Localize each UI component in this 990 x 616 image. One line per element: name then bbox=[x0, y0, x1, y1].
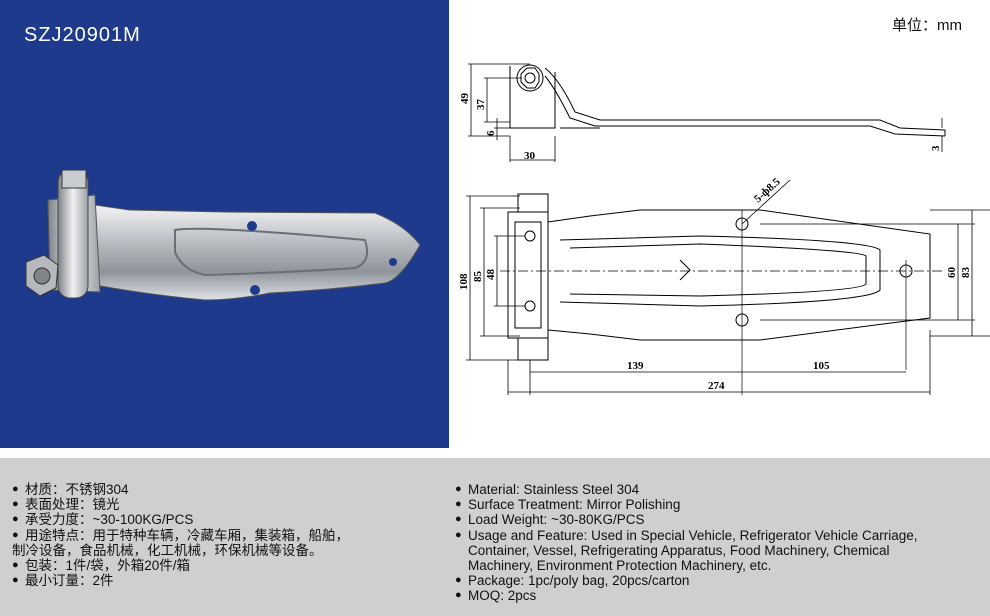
dim-37: 37 bbox=[475, 99, 487, 111]
spec-item-continued: 制冷设备，食品机械，化工机械，环保机械等设备。 bbox=[12, 543, 442, 558]
top-dimensions bbox=[466, 179, 990, 395]
dim-48: 48 bbox=[485, 269, 497, 281]
dim-6: 6 bbox=[485, 130, 497, 136]
side-dimensions bbox=[468, 63, 943, 162]
unit-label: 单位：mm bbox=[892, 17, 962, 34]
spec-text: Container, Vessel, Refrigerating Apparat… bbox=[468, 542, 890, 558]
spec-text: Load Weight: ~30-80KG/PCS bbox=[468, 512, 645, 528]
spec-text: 制冷设备，食品机械，化工机械，环保机械等设备。 bbox=[12, 542, 323, 558]
dim-108: 108 bbox=[458, 273, 470, 290]
bullet-icon: ● bbox=[12, 483, 19, 495]
side-view bbox=[509, 64, 946, 137]
spec-item: ● Surface Treatment: Mirror Polishing bbox=[455, 497, 975, 512]
bullet-icon: ● bbox=[455, 528, 462, 541]
hinge-strap bbox=[94, 204, 421, 301]
product-photo-panel: SZJ20901M bbox=[0, 0, 449, 448]
bullet-icon: ● bbox=[455, 498, 462, 511]
spec-item: ● MOQ: 2pcs bbox=[455, 588, 975, 603]
bullet-icon: ● bbox=[12, 574, 19, 587]
spec-item: ● 最小订量：2件 bbox=[12, 573, 442, 588]
spec-text: Usage and Feature: Used in Special Vehic… bbox=[468, 527, 918, 543]
bullet-icon: ● bbox=[12, 559, 19, 572]
spec-item-continued: Container, Vessel, Refrigerating Apparat… bbox=[455, 543, 975, 558]
spec-item-continued: Machinery, Environment Protection Machin… bbox=[455, 558, 975, 573]
dim-3: 3 bbox=[930, 145, 942, 151]
specs-panel: ●材质：不锈钢304 ●表面处理：镜光 ●承受力度：~30-100KG/PCS … bbox=[0, 458, 990, 616]
product-model-title: SZJ20901M bbox=[24, 24, 141, 46]
bullet-icon: ● bbox=[455, 589, 462, 602]
spec-item: ● 材质：不锈钢304 bbox=[12, 482, 442, 497]
spec-text: MOQ: 2pcs bbox=[468, 588, 537, 604]
spec-text: 材质：不锈钢304 bbox=[25, 482, 129, 497]
spec-text: 包装：1件/袋，外箱20件/箱 bbox=[25, 558, 191, 574]
spec-item: ● 包装：1件/袋，外箱20件/箱 bbox=[12, 558, 442, 573]
spec-item: ● 表面处理：镜光 bbox=[12, 497, 442, 512]
dim-139: 139 bbox=[627, 360, 644, 372]
dim-85: 85 bbox=[472, 271, 484, 283]
spec-item: ● 承受力度：~30-100KG/PCS bbox=[12, 512, 442, 527]
spec-text: 承受力度：~30-100KG/PCS bbox=[25, 512, 194, 528]
bullet-icon: ● bbox=[12, 498, 19, 511]
dim-274: 274 bbox=[708, 380, 725, 392]
spec-item: ● Usage and Feature: Used in Special Vehi… bbox=[455, 528, 975, 543]
top-view bbox=[507, 193, 931, 361]
bullet-icon: ● bbox=[455, 513, 462, 526]
technical-drawing: 49 37 6 30 3 108 85 48 60 83 5-ф8.5 139 … bbox=[458, 63, 990, 395]
spec-text: Material: Stainless Steel 304 bbox=[468, 482, 640, 497]
specs-chinese: ●材质：不锈钢304 ●表面处理：镜光 ●承受力度：~30-100KG/PCS … bbox=[12, 482, 442, 588]
spec-item: ● Load Weight: ~30-80KG/PCS bbox=[455, 512, 975, 527]
dim-83: 83 bbox=[960, 267, 972, 279]
spec-text: Surface Treatment: Mirror Polishing bbox=[468, 497, 681, 513]
spec-text: Package: 1pc/poly bag, 20pcs/carton bbox=[468, 573, 690, 589]
bullet-icon: ● bbox=[455, 483, 462, 495]
spec-text: Machinery, Environment Protection Machin… bbox=[468, 558, 772, 574]
bullet-icon: ● bbox=[12, 528, 19, 541]
hinge-photo bbox=[25, 169, 421, 301]
bullet-icon: ● bbox=[12, 513, 19, 526]
spec-text: 表面处理：镜光 bbox=[25, 497, 120, 513]
specs-english: ● Material: Stainless Steel 304 ● Surface … bbox=[455, 482, 975, 604]
bullet-icon: ● bbox=[455, 574, 462, 587]
dim-60: 60 bbox=[946, 267, 958, 279]
spec-item: ● Package: 1pc/poly bag, 20pcs/carton bbox=[455, 573, 975, 588]
dim-30: 30 bbox=[524, 150, 536, 162]
hinge-top-nut bbox=[61, 169, 87, 189]
hinge-hole bbox=[250, 285, 260, 295]
spec-item: ● Material: Stainless Steel 304 bbox=[455, 482, 975, 497]
hinge-hole bbox=[389, 258, 397, 266]
spec-text: 用途特点：用于特种车辆，冷藏车厢，集装箱，船舶， bbox=[25, 527, 349, 543]
hinge-barrel bbox=[57, 169, 89, 299]
hinge-rib bbox=[174, 227, 368, 277]
dim-49: 49 bbox=[459, 93, 471, 105]
hinge-hole bbox=[247, 221, 257, 231]
spec-item: ● 用途特点：用于特种车辆，冷藏车厢，集装箱，船舶， bbox=[12, 528, 442, 543]
spec-text: 最小订量：2件 bbox=[25, 573, 114, 589]
dim-105: 105 bbox=[813, 360, 830, 372]
